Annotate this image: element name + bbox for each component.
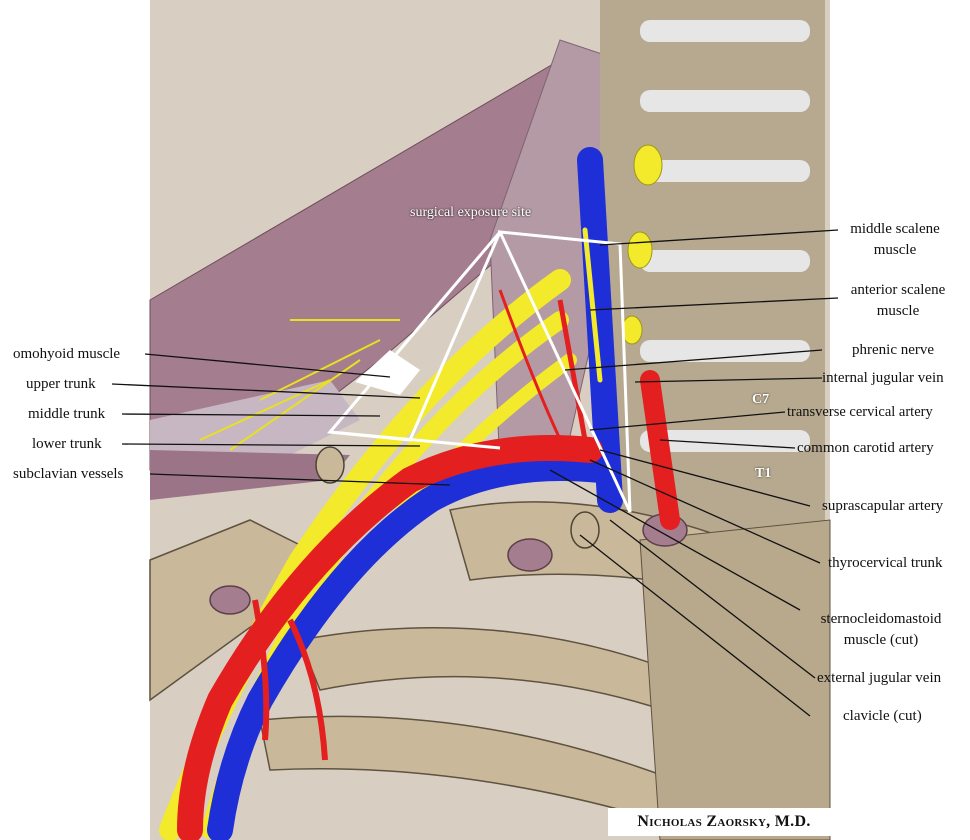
transverse-cervical-branch — [498, 289, 572, 461]
nerve-roots — [621, 144, 663, 345]
vertebral-discs — [640, 20, 810, 452]
exposure-outline-right — [497, 230, 632, 513]
exposure-outline-base — [329, 430, 501, 450]
shoulder-muscle-stump — [209, 585, 251, 615]
label-middle-scalene-line2: muscle — [873, 242, 917, 258]
label-scm-line1: sternocleidomastoid — [820, 611, 942, 627]
branch-artery-2 — [287, 618, 328, 761]
label-omohyoid: omohyoid muscle — [13, 346, 121, 362]
label-suprascapular-artery: suprascapular artery — [822, 498, 944, 514]
omohyoid-belly — [150, 450, 350, 500]
internal-jugular-vein — [577, 147, 623, 513]
clavicle-cut-medial — [570, 511, 600, 549]
branch-artery-1 — [252, 599, 270, 741]
label-scm-line2: muscle (cut) — [843, 632, 919, 648]
vertebral-column — [600, 0, 825, 560]
label-anterior-scalene: anterior scalene muscle — [838, 283, 958, 319]
label-clavicle-cut: clavicle (cut) — [843, 708, 922, 724]
label-middle-scalene: middle scalene muscle — [840, 222, 950, 258]
subclavian-artery — [177, 435, 603, 840]
scm-stump-left — [507, 538, 553, 572]
common-carotid-artery — [640, 370, 680, 530]
leader-lines-right — [549, 229, 839, 717]
label-upper-trunk: upper trunk — [26, 376, 96, 392]
label-phrenic-nerve: phrenic nerve — [852, 342, 935, 358]
author-credit: Nicholas Zaorsky, M.D. — [608, 808, 840, 836]
label-subclavian-vessels: subclavian vessels — [13, 466, 124, 482]
c7-label: C7 — [752, 392, 770, 407]
leader-lines-left — [111, 353, 451, 486]
subclavian-vein — [207, 455, 613, 840]
sternum-region — [639, 519, 831, 840]
clavicle-cut-lateral — [315, 446, 345, 484]
label-external-jugular-vein: external jugular vein — [817, 670, 942, 686]
label-anterior-scalene-line1: anterior scalene — [850, 282, 946, 298]
label-common-carotid-artery: common carotid artery — [797, 440, 934, 456]
exposure-window — [355, 350, 420, 395]
exposure-site-label: surgical exposure site — [410, 205, 532, 220]
label-scm: sternocleidomastoid muscle (cut) — [812, 612, 950, 648]
label-lower-trunk: lower trunk — [32, 436, 102, 452]
t1-label: T1 — [755, 466, 772, 481]
label-transverse-cervical-artery: transverse cervical artery — [787, 404, 933, 420]
label-anterior-scalene-line2: muscle — [876, 303, 920, 319]
label-middle-trunk: middle trunk — [28, 406, 106, 422]
label-middle-scalene-line1: middle scalene — [850, 221, 940, 237]
label-internal-jugular-vein: internal jugular vein — [822, 370, 944, 386]
label-thyrocervical-trunk: thyrocervical trunk — [828, 555, 943, 571]
